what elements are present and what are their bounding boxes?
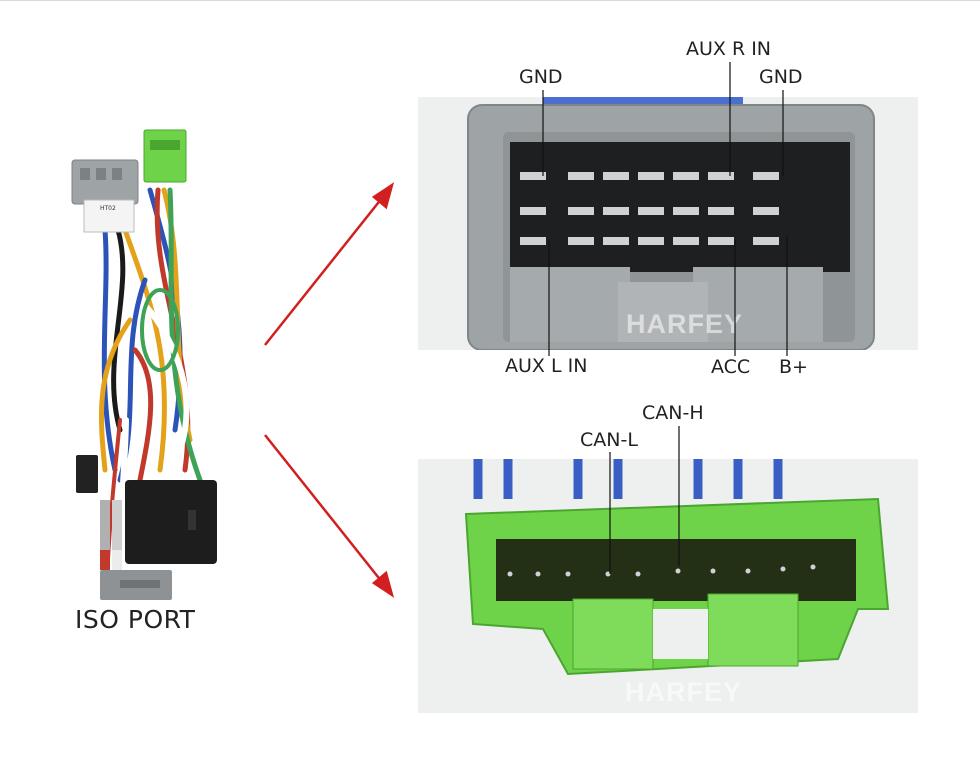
iso-port-caption: ISO PORT (75, 605, 196, 634)
top-divider (0, 0, 980, 1)
svg-text:HT02: HT02 (100, 205, 116, 212)
label-gnd-right: GND (759, 66, 803, 88)
label-aux-l-in: AUX L IN (505, 355, 588, 377)
label-can-l: CAN-L (580, 429, 638, 451)
label-b-plus: B+ (779, 356, 808, 378)
green-connector-photo: HARFEY (418, 459, 918, 713)
label-can-h: CAN-H (642, 402, 704, 424)
watermark-harfey-green: HARFEY (625, 677, 743, 707)
label-acc: ACC (711, 356, 751, 378)
label-gnd-left: GND (519, 66, 563, 88)
label-aux-r-in: AUX R IN (686, 38, 772, 60)
watermark-harfey-gray: HARFEY (626, 309, 744, 339)
gray-connector-photo: HARFEY (418, 97, 918, 350)
